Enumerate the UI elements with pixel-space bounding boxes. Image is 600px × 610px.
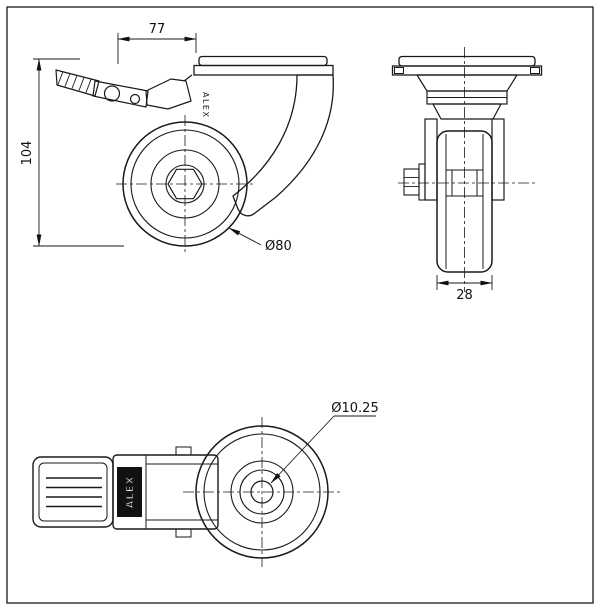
dim-hole-diameter-value: Ø10.25 xyxy=(331,401,378,416)
bottom-housing: ALEX xyxy=(112,446,219,538)
dim-hole-diameter: Ø10.25 xyxy=(270,401,379,484)
side-brand-text: ALEX xyxy=(201,92,210,118)
housing-top-bolt xyxy=(175,446,192,456)
dim-wheel-width: 28 xyxy=(436,275,493,303)
side-wheel-centerlines xyxy=(116,115,254,253)
front-top-plate xyxy=(391,55,543,76)
front-view: 28 xyxy=(391,47,543,303)
pedal-ridges xyxy=(46,477,102,508)
sheet-border xyxy=(6,6,594,604)
housing-bottom-bolt xyxy=(175,528,192,538)
side-fork xyxy=(232,74,334,217)
brand-label-plate xyxy=(117,467,142,517)
front-swivel-head xyxy=(416,74,518,120)
axle-hex-nut xyxy=(167,168,203,200)
bottom-wheel xyxy=(195,425,329,559)
side-top-plate xyxy=(193,55,334,76)
dim-width: 77 xyxy=(117,22,197,64)
bottom-centerlines xyxy=(183,417,341,567)
bottom-brake-pedal xyxy=(32,456,114,528)
front-wheel xyxy=(436,130,493,273)
dim-height-value: 104 xyxy=(20,141,35,166)
side-brake-lever xyxy=(55,69,193,110)
dim-wheel-width-value: 28 xyxy=(456,288,473,303)
dim-height: 104 xyxy=(20,58,124,247)
dim-wheel-diameter-value: Ø80 xyxy=(265,239,292,254)
bottom-view: ALEX Ø10.25 xyxy=(32,401,379,567)
dim-width-value: 77 xyxy=(149,22,166,37)
side-view: ALEX 77 xyxy=(20,22,334,254)
front-axle-bolt xyxy=(403,163,426,201)
brake-grip-hatching xyxy=(57,71,92,93)
bottom-brand-text: ALEX xyxy=(125,476,136,509)
dim-wheel-diameter: Ø80 xyxy=(228,227,292,254)
